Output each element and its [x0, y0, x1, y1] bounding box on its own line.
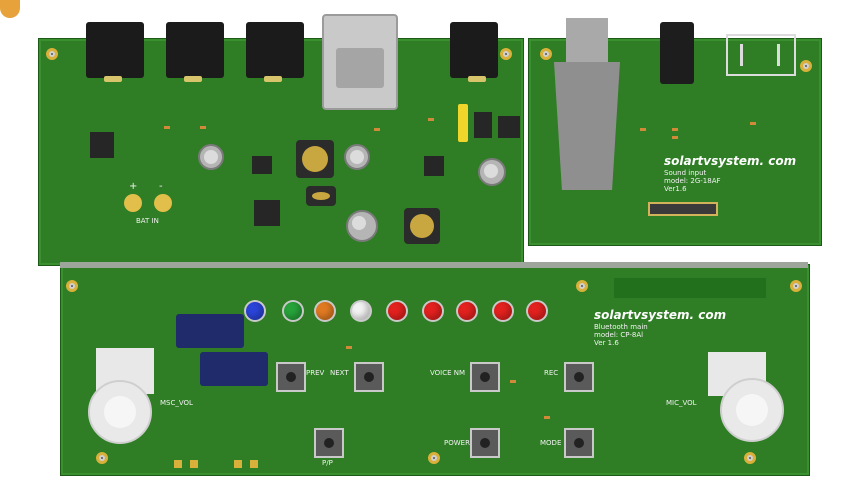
smd-component: [544, 416, 550, 419]
usb-a-pins: [740, 44, 780, 66]
mount-hole: [500, 48, 512, 60]
battery-pad: [154, 194, 172, 212]
blue-capacitor: [176, 314, 244, 348]
dc-jack: [246, 22, 304, 82]
battery-pad: [124, 194, 142, 212]
dc-jack: [166, 22, 224, 82]
smd-component: [200, 126, 206, 129]
fpc-connector: [648, 202, 718, 216]
voice-nm-button[interactable]: [470, 362, 500, 392]
phone-jack: [660, 22, 694, 84]
ic-chip: [252, 156, 272, 174]
ic-chip: [474, 112, 492, 138]
ic-chip: [498, 116, 520, 138]
usb-a-port: [726, 34, 796, 76]
mount-hole: [66, 280, 78, 292]
mount-hole: [576, 280, 588, 292]
brand-top-line1: Sound input: [664, 169, 707, 177]
brand-bottom-line1: Bluetooth main: [594, 323, 648, 331]
dc-jack: [450, 22, 498, 82]
mount-hole: [428, 452, 440, 464]
led: [494, 302, 512, 320]
mic-vol-knob[interactable]: [720, 378, 784, 442]
test-pad: [174, 460, 182, 468]
prev-button[interactable]: [276, 362, 306, 392]
mount-hole: [744, 452, 756, 464]
led: [316, 302, 334, 320]
led: [284, 302, 302, 320]
brand-top-line2: model: 2G-18AF: [664, 177, 721, 185]
power-button[interactable]: [470, 428, 500, 458]
led: [246, 302, 264, 320]
led: [528, 302, 546, 320]
smd-component: [672, 128, 678, 131]
smd-component: [640, 128, 646, 131]
bat-in-label: BAT IN: [136, 217, 159, 225]
dc-jack: [86, 22, 144, 82]
rec-label: REC: [544, 369, 559, 377]
minus-label: -: [159, 181, 163, 192]
mount-hole: [800, 60, 812, 72]
brand-bottom-line2: model: CP-8Al: [594, 331, 644, 339]
mount-hole: [790, 280, 802, 292]
mode-button[interactable]: [564, 428, 594, 458]
usb-connector-slot: [336, 48, 384, 88]
pp-button[interactable]: [314, 428, 344, 458]
led: [424, 302, 442, 320]
pcb-bottom: [60, 264, 810, 476]
test-pad: [234, 460, 242, 468]
smd-component: [374, 128, 380, 131]
brand-bottom-line3: Ver 1.6: [594, 339, 619, 347]
brand-top: solartvsystem. com: [664, 154, 797, 168]
smd-component: [672, 136, 678, 139]
next-button[interactable]: [354, 362, 384, 392]
next-label: NEXT: [330, 369, 349, 377]
header-strip: [614, 278, 766, 298]
capacitor: [344, 144, 370, 170]
prev-label: PREV: [306, 369, 325, 377]
capacitor: [198, 144, 224, 170]
msc-vol-knob[interactable]: [88, 380, 152, 444]
led: [458, 302, 476, 320]
power-label: POWER: [444, 439, 470, 447]
mount-hole: [46, 48, 58, 60]
plus-label: +: [129, 181, 138, 192]
capacitor: [346, 210, 378, 242]
capacitor: [478, 158, 506, 186]
ic-chip: [424, 156, 444, 176]
voice-nm-label: VOICE NM: [430, 369, 466, 377]
led: [388, 302, 406, 320]
inductor: [296, 140, 334, 178]
mount-hole: [96, 452, 108, 464]
ic-chip: [90, 132, 114, 158]
brand-bottom: solartvsystem. com: [594, 308, 727, 322]
brand-top-line3: Ver1.6: [664, 185, 687, 193]
smd-component: [346, 346, 352, 349]
smd-component: [750, 122, 756, 125]
smd-component: [510, 380, 516, 383]
smd-component: [428, 118, 434, 121]
mic-vol-label: MIC_VOL: [666, 399, 697, 407]
separator-strip: [60, 262, 808, 268]
test-pad: [250, 460, 258, 468]
rec-button[interactable]: [564, 362, 594, 392]
pp-label: P/P: [322, 459, 333, 467]
mount-hole: [540, 48, 552, 60]
corner-mark: [0, 0, 20, 18]
fuse: [458, 104, 468, 142]
led: [352, 302, 370, 320]
blue-capacitor: [200, 352, 268, 386]
inductor: [404, 208, 440, 244]
msc-vol-label: MSC_VOL: [160, 399, 193, 407]
ic-chip: [254, 200, 280, 226]
mode-label: MODE: [540, 439, 562, 447]
inductor: [306, 186, 336, 206]
smd-component: [164, 126, 170, 129]
audio-jack-body: [554, 62, 620, 190]
test-pad: [190, 460, 198, 468]
